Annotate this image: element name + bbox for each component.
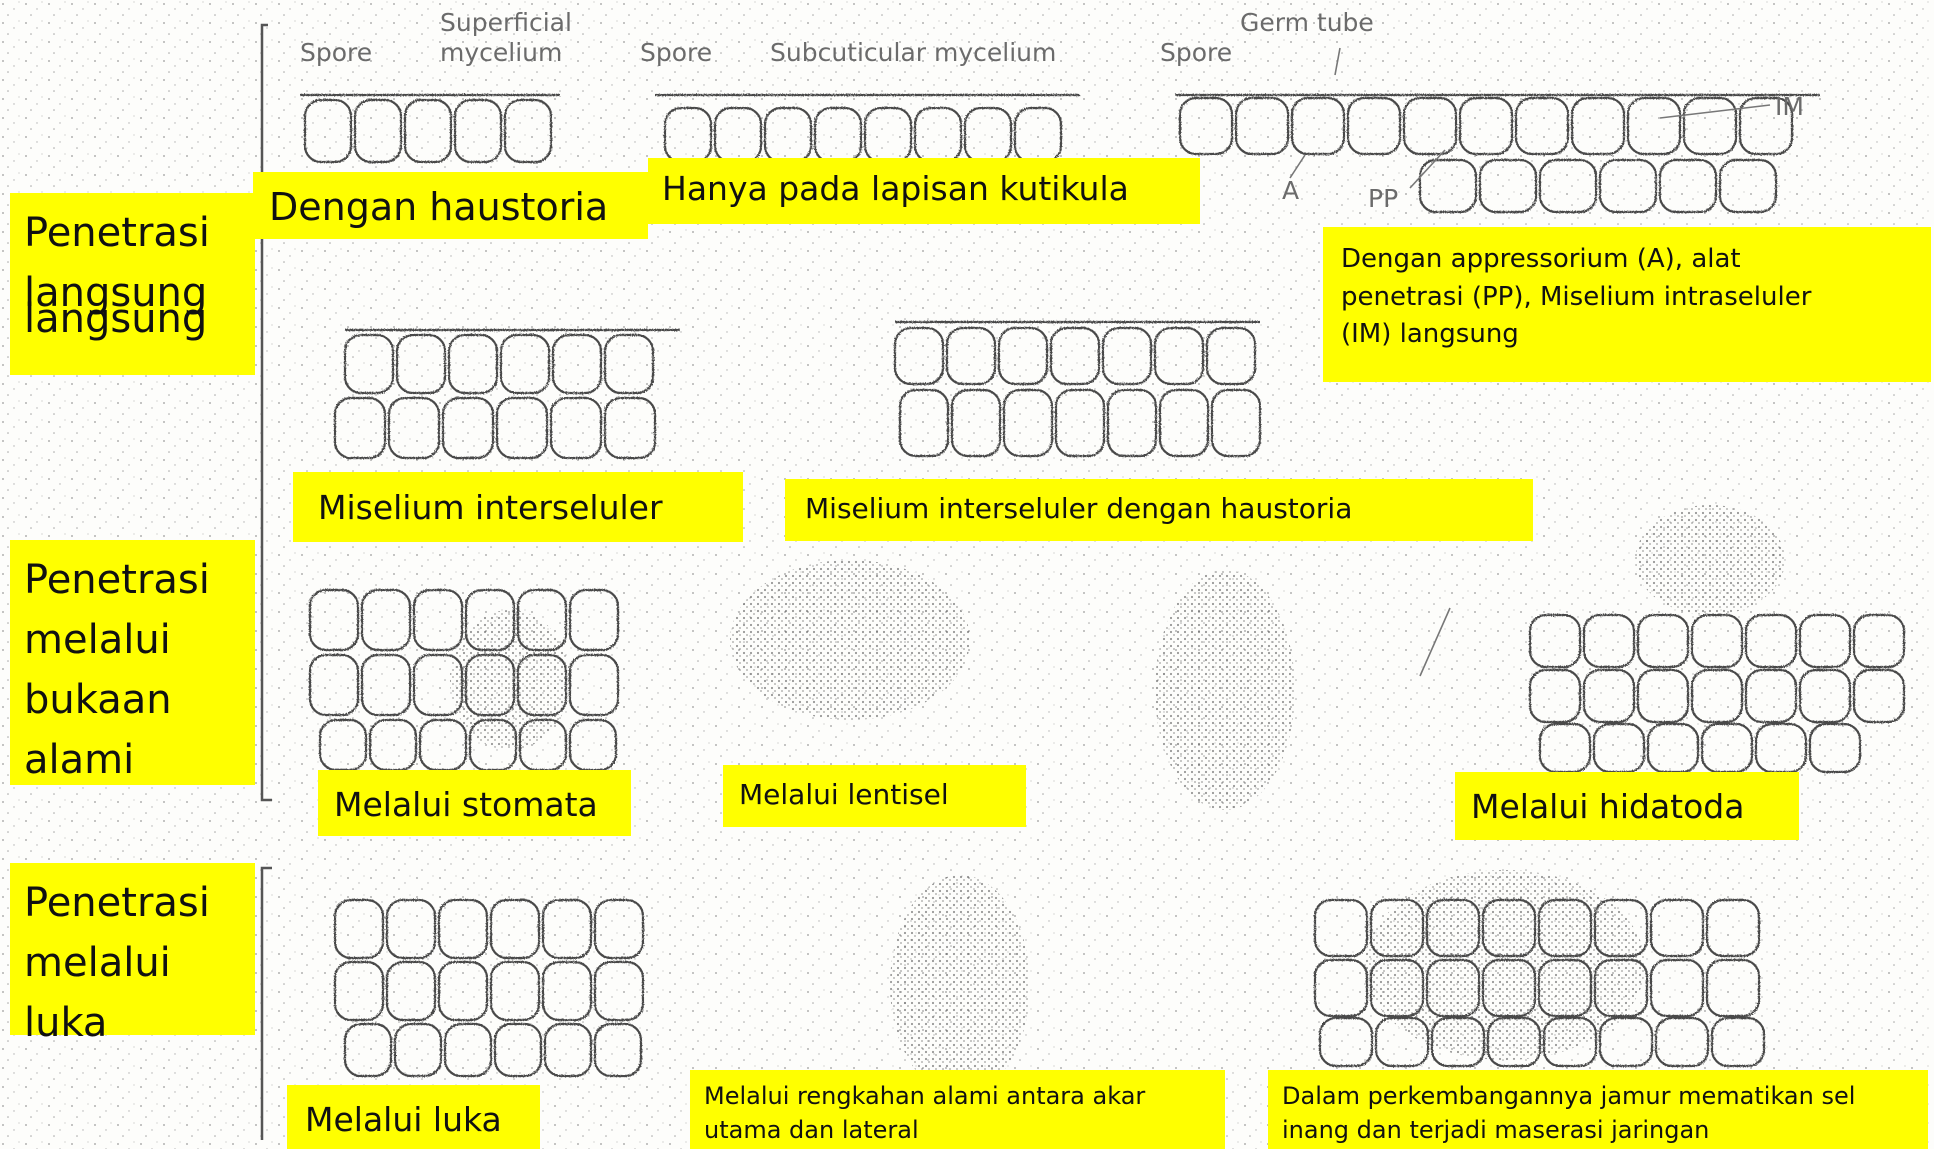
annot-subcuticular-mycelium: Subcuticular mycelium	[770, 38, 1056, 67]
caption-maserasi: Dalam perkembangannya jamur mematikan se…	[1268, 1070, 1928, 1149]
annot-spore-3: Spore	[1160, 38, 1232, 67]
caption-lentisel: Melalui lentisel	[723, 765, 1026, 827]
caption-appressorium: Dengan appressorium (A), alat penetrasi …	[1323, 227, 1931, 382]
caption-hanya-kutikula: Hanya pada lapisan kutikula	[648, 158, 1200, 224]
annot-spore-1: Spore	[300, 38, 372, 67]
annot-im: IM	[1775, 92, 1804, 121]
macerated-tissue	[1365, 870, 1645, 1060]
stomata-tissue	[450, 610, 570, 750]
caption-dengan-haustoria: Dengan haustoria	[253, 172, 648, 239]
caption-stomata: Melalui stomata	[318, 770, 631, 836]
caption-hidatoda: Melalui hidatoda	[1455, 772, 1799, 840]
annot-spore-2: Spore	[640, 38, 712, 67]
crack-tissue	[890, 875, 1030, 1095]
row-label-penetrasi-bukaan-alami: Penetrasi melalui bukaan alami	[10, 540, 255, 785]
annot-a: A	[1282, 176, 1299, 205]
row-label-penetrasi-langsung: Penetrasi langsung langsung	[10, 193, 255, 375]
annot-germ-tube: Germ tube	[1240, 8, 1374, 37]
caption-rengkahan: Melalui rengkahan alami antara akar utam…	[690, 1070, 1225, 1149]
caption-miselium-haustoria: Miselium interseluler dengan haustoria	[785, 479, 1533, 541]
annot-pp: PP	[1368, 184, 1398, 213]
row-label-penetrasi-luka: Penetrasi melalui luka	[10, 863, 255, 1035]
hydathode-chamber	[1635, 505, 1785, 615]
hydathode-tissue	[1155, 570, 1295, 810]
annot-superficial-mycelium: Superficial mycelium	[440, 8, 590, 68]
caption-miselium-interseluler: Miselium interseluler	[293, 472, 743, 542]
lenticel-tissue	[730, 560, 970, 720]
caption-luka: Melalui luka	[287, 1085, 540, 1149]
